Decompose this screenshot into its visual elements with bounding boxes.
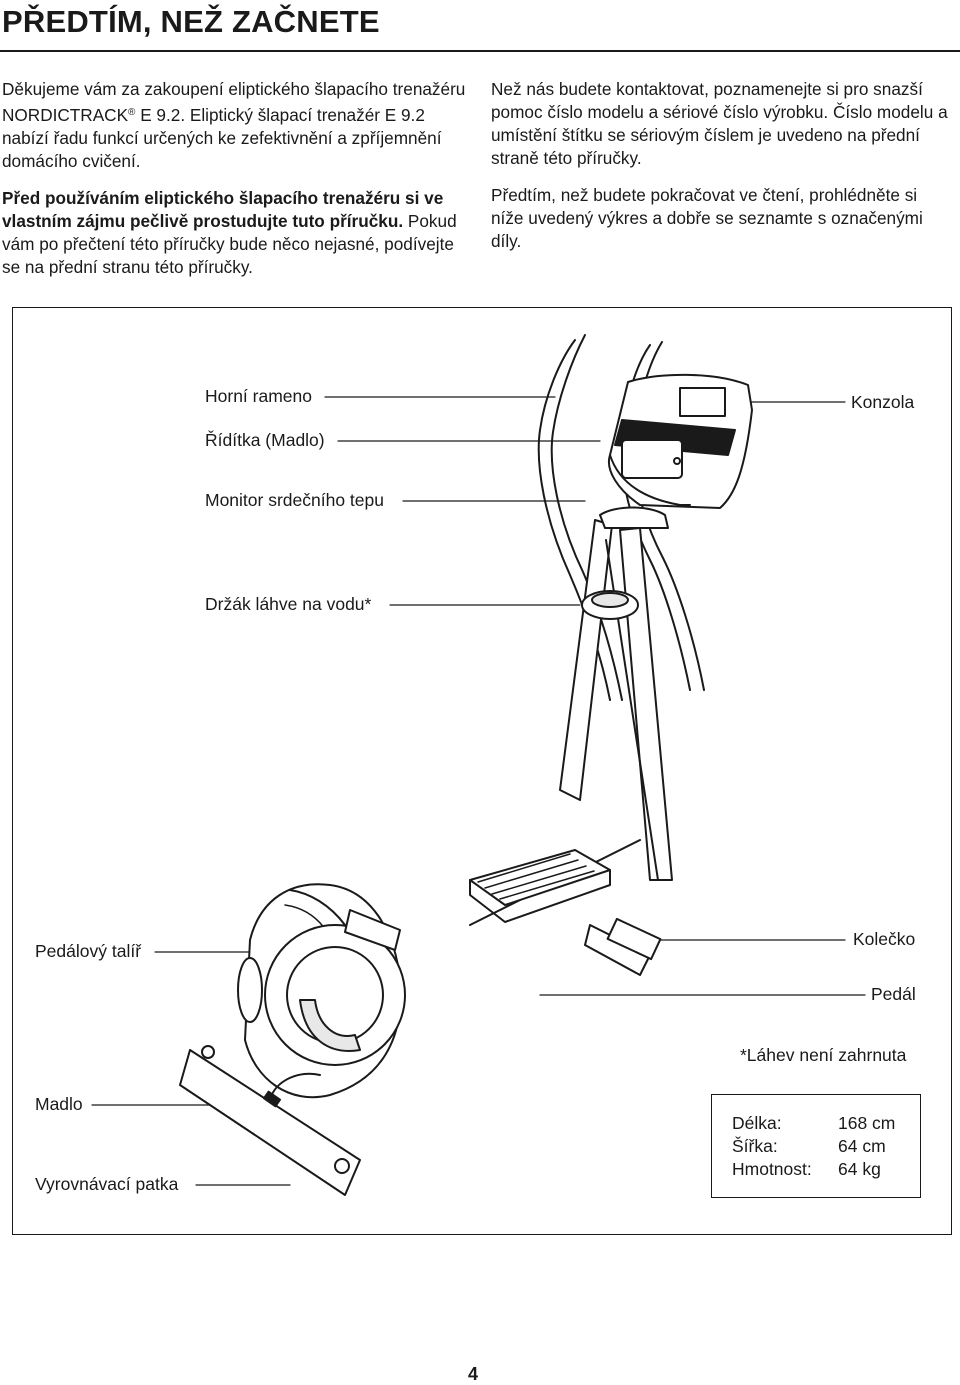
label-pedal: Pedál (871, 984, 916, 1004)
intro-text-1: Děkujeme vám za zakoupení eliptického šl… (2, 79, 466, 125)
page-number: 4 (468, 1364, 479, 1384)
intro-paragraph-2: Před používáním eliptického šlapacího tr… (2, 187, 470, 279)
leader-lines (91, 396, 866, 1186)
spec-key: Šířka: (732, 1136, 778, 1156)
spec-box: Délka: 168 cm Šířka: 64 cm Hmotnost: 64 kg (711, 1094, 921, 1198)
label-handlebar: Řídítka (Madlo) (205, 430, 325, 450)
title-divider (0, 50, 960, 52)
page-title: PŘEDTÍM, NEŽ ZAČNETE (2, 4, 380, 39)
spec-value: 64 kg (838, 1159, 881, 1179)
label-leveling-foot: Vyrovnávací patka (35, 1174, 179, 1194)
label-heart-monitor: Monitor srdečního tepu (205, 490, 384, 510)
intro-warning: Před používáním eliptického šlapacího tr… (2, 188, 444, 231)
intro-paragraph-3: Než nás budete kontaktovat, poznamenejte… (491, 79, 948, 168)
intro-paragraph-4: Předtím, než budete pokračovat ve čtení,… (491, 185, 923, 251)
spec-value: 64 cm (838, 1136, 886, 1156)
intro-text-2: Pokud vám po přečtení této příručky bude… (2, 211, 457, 277)
spec-row-weight: Hmotnost: 64 kg (732, 1159, 881, 1180)
spec-key: Hmotnost: (732, 1159, 812, 1179)
label-upper-arm: Horní rameno (205, 386, 312, 406)
label-wheel: Kolečko (853, 929, 916, 949)
intro-paragraph-1: Děkujeme vám za zakoupení eliptického šl… (2, 78, 470, 173)
intro-text-1b: E 9.2. Eliptický šlapací trenažér E 9.2 … (2, 105, 442, 171)
spec-row-width: Šířka: 64 cm (732, 1136, 886, 1157)
intro-left-column: Děkujeme vám za zakoupení eliptického šl… (2, 78, 470, 293)
label-handle: Madlo (35, 1094, 83, 1114)
spec-key: Délka: (732, 1113, 782, 1133)
intro-right-column: Než nás budete kontaktovat, poznamenejte… (491, 78, 953, 267)
spec-value: 168 cm (838, 1113, 896, 1133)
registered-mark: ® (128, 107, 136, 118)
label-bottle-note: *Láhev není zahrnuta (740, 1045, 907, 1065)
spec-row-length: Délka: 168 cm (732, 1113, 895, 1134)
label-console: Konzola (851, 392, 915, 412)
label-pedal-disc: Pedálový talíř (35, 941, 142, 961)
diagram-frame (12, 307, 952, 1235)
label-bottle-holder: Držák láhve na vodu* (205, 594, 372, 614)
